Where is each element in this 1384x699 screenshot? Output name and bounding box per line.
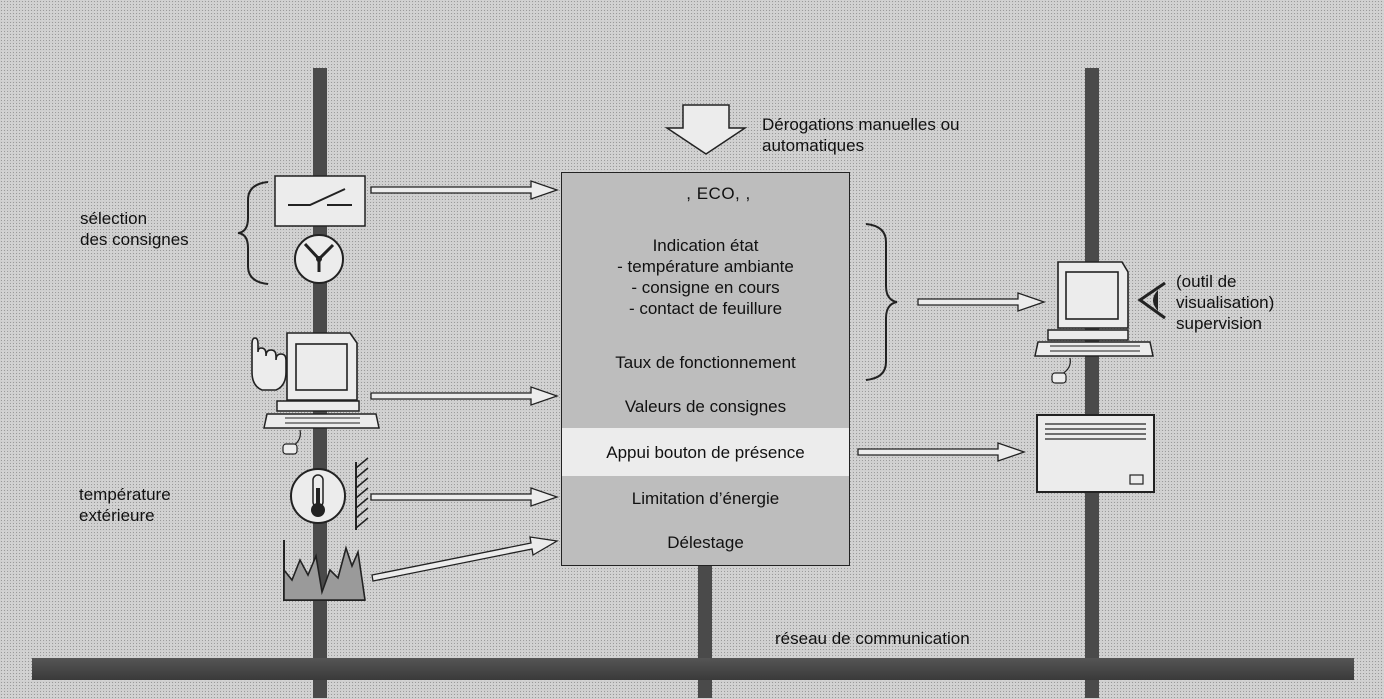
status-row: Indication état - température ambiante -… [561,214,850,341]
operating-rate-row: Taux de fonctionnement [561,340,850,385]
network-label: réseau de communication [775,629,970,648]
network-bar [32,658,1354,680]
load-shedding-row: Délestage [561,520,850,565]
arrow-presence-to-heater [857,442,1026,462]
override-note-line1: Dérogations manuelles ou [762,115,960,134]
eye-icon [1137,281,1166,320]
presence-button-row: Appui bouton de présence [561,428,850,477]
outdoor-temperature-label: température extérieure [79,484,171,526]
outdoor-temperature-line2: extérieure [79,506,155,525]
status-ambient-temperature: - température ambiante [617,257,794,276]
modes-row: , ECO, , [561,172,850,215]
status-title: Indication état [652,236,759,255]
status-current-setpoint: - consigne en cours [631,278,780,297]
thermometer-icon [290,457,369,530]
right-brace [865,223,898,381]
setpoint-selection-line1: sélection [80,209,148,228]
clock-icon [294,234,344,284]
energy-limit-row: Limitation d’énergie [561,476,850,521]
arrow-switch-to-modes [370,180,559,200]
override-note: Dérogations manuelles ou automatiques [762,114,960,156]
supervision-label: (outil de visualisation) supervision [1176,271,1274,334]
supervision-line3: supervision [1176,314,1262,333]
heater-icon [1036,414,1155,493]
setpoint-selection-line2: des consignes [80,230,189,249]
left-computer-icon [263,332,380,455]
load-shedding-label: Délestage [667,533,744,552]
load-curve-icon [283,540,366,601]
hand-pointer-icon [251,337,287,391]
modes-row-label: , ECO, , [686,183,751,203]
status-rebate-contact: - contact de feuillure [628,299,783,318]
supervision-line1: (outil de [1176,272,1237,291]
arrow-curve-to-shedding [371,536,559,582]
switch-icon [274,175,366,227]
arrow-thermometer-to-energy [370,487,559,507]
energy-limit-label: Limitation d’énergie [631,488,780,508]
supervision-line2: visualisation) [1176,293,1275,312]
presence-button-label: Appui bouton de présence [606,442,805,462]
arrow-status-to-supervision [917,292,1046,312]
arrow-computer-to-setpoints [370,386,559,406]
override-note-line2: automatiques [762,136,865,155]
operating-rate-label: Taux de fonctionnement [615,352,796,372]
right-computer-icon [1034,261,1154,384]
setpoint-values-label: Valeurs de consignes [624,396,787,416]
setpoint-selection-label: sélection des consignes [80,208,189,250]
right-bus-line [1085,68,1099,698]
setpoint-values-row: Valeurs de consignes [561,384,850,429]
left-brace [237,181,269,285]
outdoor-temperature-line1: température [79,485,171,504]
override-down-arrow [664,104,748,155]
